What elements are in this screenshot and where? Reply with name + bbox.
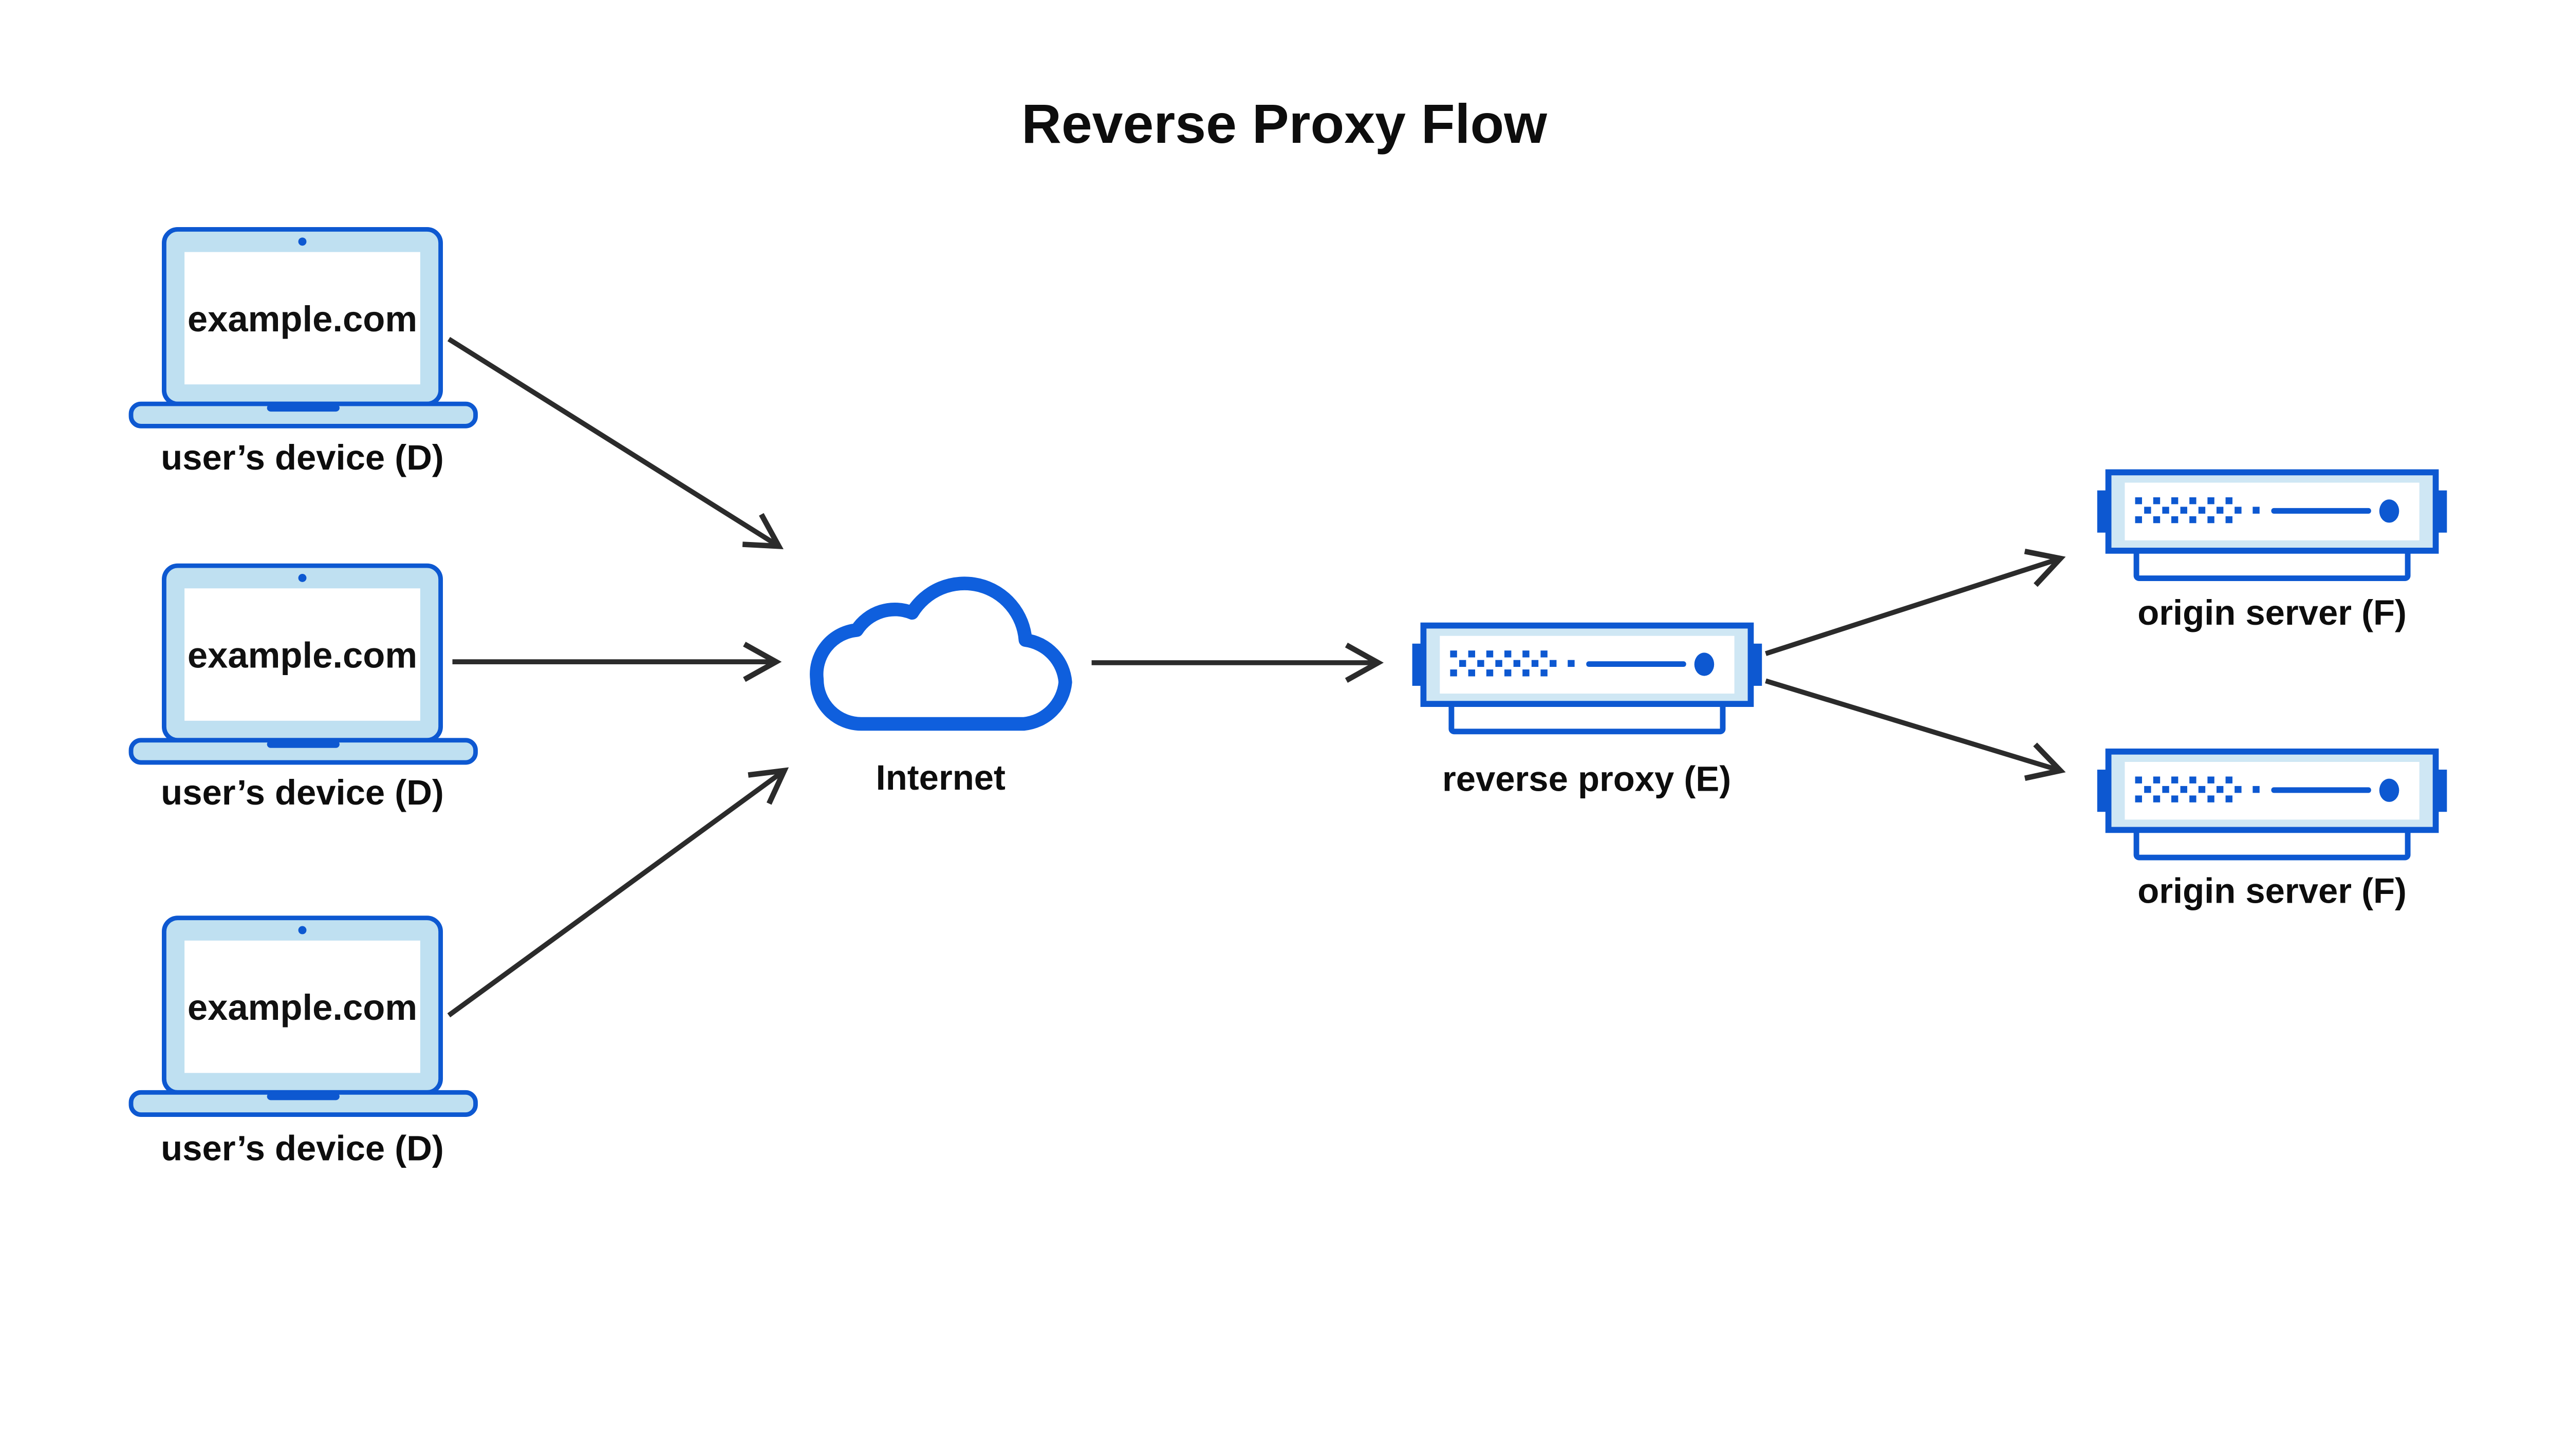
device-label: user’s device (D): [161, 438, 444, 477]
origin-server-label: origin server (F): [2137, 593, 2407, 632]
device-screen-url: example.com: [188, 987, 417, 1028]
server-icon: [2097, 752, 2447, 857]
device-screen-url: example.com: [188, 298, 417, 339]
user-device-3: example.com user’s device (D): [131, 918, 476, 1168]
device-label: user’s device (D): [161, 773, 444, 812]
origin-server-label: origin server (F): [2137, 871, 2407, 911]
device-label: user’s device (D): [161, 1129, 444, 1168]
user-device-1: example.com user’s device (D): [131, 229, 476, 477]
internet-node: Internet: [810, 576, 1072, 797]
cloud-icon: [810, 576, 1072, 731]
server-icon: [2097, 472, 2447, 578]
device-screen-url: example.com: [188, 635, 417, 676]
origin-server-node-2: origin server (F): [2097, 752, 2447, 911]
internet-label: Internet: [876, 758, 1006, 797]
diagram-canvas: Reverse Proxy Flow example.com user’s de…: [128, 92, 2450, 1168]
server-icon: [1412, 626, 1762, 732]
reverse-proxy-flow-diagram: Reverse Proxy Flow example.com user’s de…: [128, 92, 2450, 1168]
arrow-proxy-to-origin2: [1765, 678, 2066, 781]
arrow-proxy-to-origin1: [1765, 549, 2066, 656]
page-title: Reverse Proxy Flow: [1021, 93, 1547, 155]
origin-server-node-1: origin server (F): [2097, 472, 2447, 632]
arrow-device1-to-internet: [447, 337, 784, 549]
reverse-proxy-label: reverse proxy (E): [1442, 759, 1731, 799]
user-device-2: example.com user’s device (D): [131, 566, 476, 812]
flow-arrows: [447, 337, 2066, 1018]
reverse-proxy-node: reverse proxy (E): [1412, 626, 1762, 799]
arrow-device3-to-internet: [447, 767, 789, 1018]
